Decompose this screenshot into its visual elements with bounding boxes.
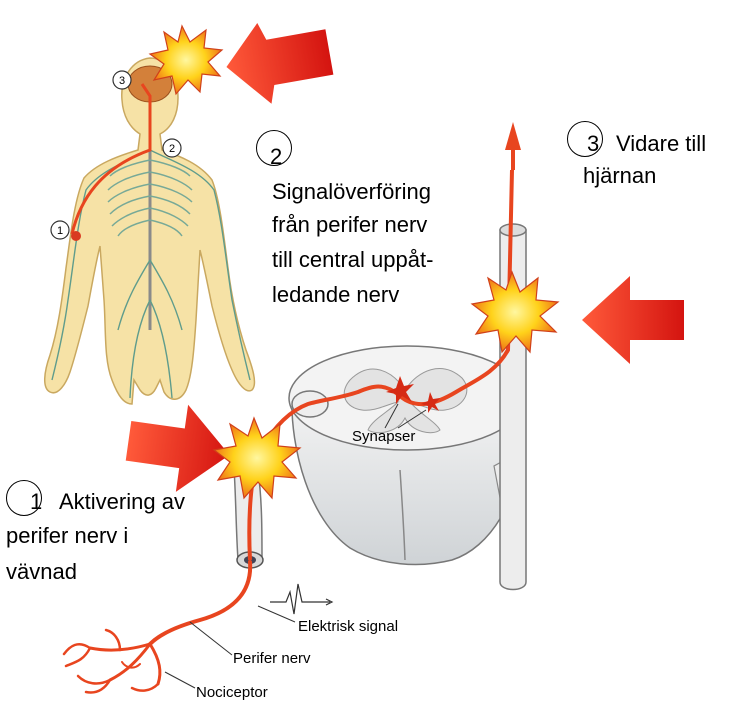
- step-2-line-1: Signalöverföring: [272, 178, 431, 205]
- pointer-nociceptor: [165, 672, 195, 688]
- body-marker-2: 2: [163, 139, 181, 157]
- step-2-number: 2: [270, 143, 282, 170]
- arrow-left: [122, 397, 235, 498]
- arrow-head-top: [220, 12, 337, 111]
- step-3-line-2: hjärnan: [583, 162, 656, 189]
- step-1-line-1: Aktivering av: [59, 488, 185, 515]
- spinal-cord-section: [289, 346, 525, 564]
- step-1-number: 1: [30, 488, 42, 515]
- step-2-line-4: ledande nerv: [272, 281, 399, 308]
- svg-text:3: 3: [119, 75, 125, 87]
- arrow-right: [582, 276, 684, 364]
- pointer-elektrisk: [258, 606, 295, 622]
- nociceptor-label: Nociceptor: [196, 684, 268, 702]
- body-marker-1: 1: [51, 221, 69, 239]
- electrical-signal-waveform: [270, 584, 330, 614]
- body-marker-3: 3: [113, 71, 131, 89]
- tissue-spot: [71, 231, 81, 241]
- step-2-line-3: till central uppåt-: [272, 246, 433, 273]
- step-1-line-3: vävnad: [6, 558, 77, 585]
- perifer-nerv-label: Perifer nerv: [233, 650, 311, 668]
- svg-text:2: 2: [169, 143, 175, 155]
- synapser-label: Synapser: [352, 428, 415, 446]
- pointer-perifer: [190, 622, 232, 655]
- step-3-number: 3: [587, 130, 599, 157]
- step-3-line-1: Vidare till: [616, 130, 706, 157]
- step-2-line-2: från perifer nerv: [272, 211, 427, 238]
- step-1-line-2: perifer nerv i: [6, 522, 128, 549]
- up-arrow-head: [505, 122, 521, 150]
- elektrisk-signal-label: Elektrisk signal: [298, 618, 398, 636]
- nociceptor: [64, 562, 250, 693]
- svg-text:1: 1: [57, 225, 63, 237]
- human-body-figure: [45, 58, 255, 404]
